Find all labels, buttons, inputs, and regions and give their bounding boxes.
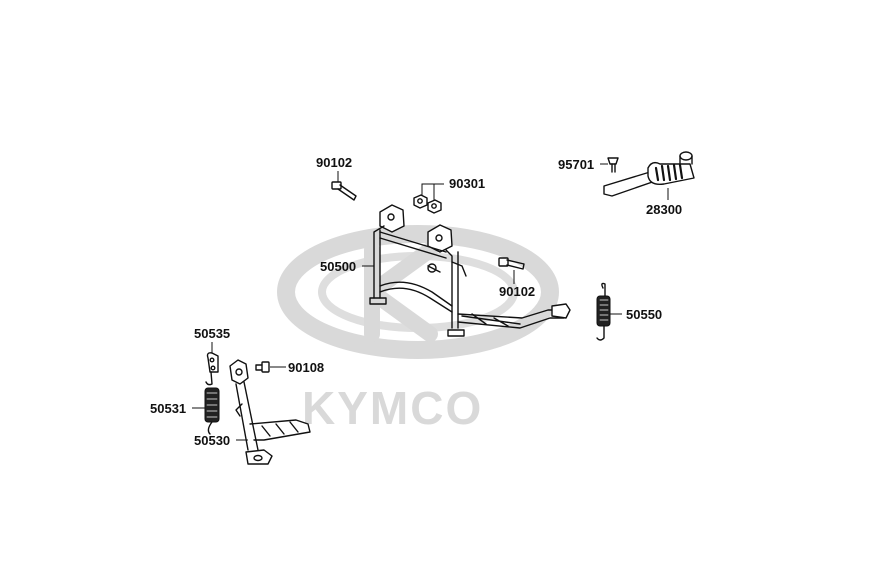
leader-90301: [421, 183, 444, 200]
label-90301: 90301: [449, 176, 485, 191]
label-50531: 50531: [150, 401, 186, 416]
label-50535: 50535: [194, 326, 230, 341]
label-50500: 50500: [320, 259, 356, 274]
part-labels: 90102 90301 95701 28300 50500 90102 5055…: [150, 155, 682, 448]
watermark-brand-text: KYMCO: [302, 382, 483, 434]
kymco-watermark: KYMCO: [277, 225, 559, 434]
main-stand-50500: [369, 204, 571, 337]
label-28300: 28300: [646, 202, 682, 217]
label-90102-mid: 90102: [499, 284, 535, 299]
spring-50550: [596, 282, 611, 341]
bolt-90108: [255, 361, 270, 373]
label-95701: 95701: [558, 157, 594, 172]
label-50550: 50550: [626, 307, 662, 322]
bracket-50535: [205, 352, 219, 386]
bolt-90102-top: [331, 181, 357, 201]
nuts-90301: [413, 194, 442, 214]
label-50530: 50530: [194, 433, 230, 448]
spring-50531: [204, 387, 220, 435]
watermark-logo-ring: [277, 225, 559, 359]
bolt-90102-mid: [498, 257, 525, 270]
bolt-95701: [607, 157, 619, 173]
label-90108: 90108: [288, 360, 324, 375]
label-90102-top: 90102: [316, 155, 352, 170]
side-stand-50530: [229, 359, 311, 465]
leader-lines: [192, 163, 669, 441]
kick-starter-28300: [603, 151, 695, 197]
